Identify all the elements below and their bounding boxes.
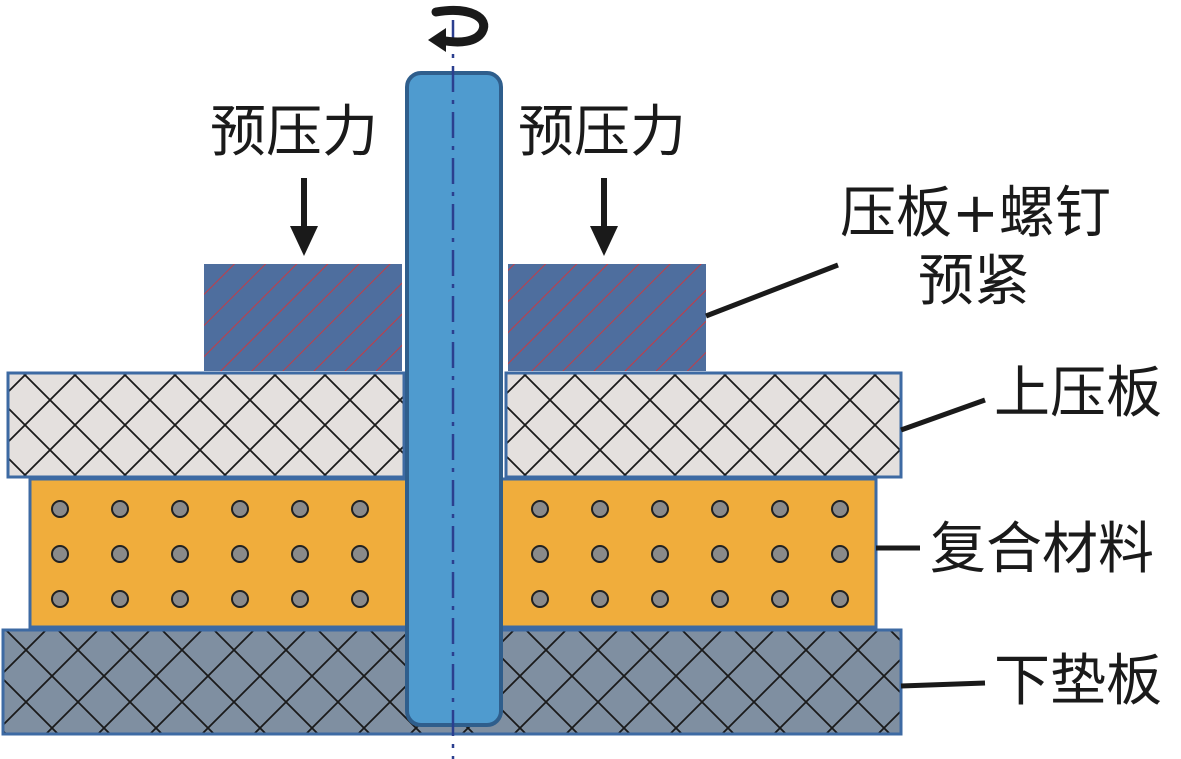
upper-plate-label: 上压板 xyxy=(994,361,1162,426)
clamp-block-left xyxy=(204,264,402,371)
clamp-label-line1: 压板+螺钉 xyxy=(840,181,1111,246)
clamp-leader-line xyxy=(705,262,839,319)
composite-right xyxy=(498,477,878,629)
composite-left xyxy=(28,477,413,629)
clamp-label-line2: 预紧 xyxy=(918,249,1030,314)
clamp-block-right xyxy=(508,264,706,371)
upper-plate-right xyxy=(504,371,903,479)
rotation-arrow-icon xyxy=(428,5,489,52)
preload-label-right: 预压力 xyxy=(518,100,686,165)
upper-plate-left xyxy=(6,371,406,479)
lower-plate-label: 下垫板 xyxy=(994,649,1162,714)
composite-label: 复合材料 xyxy=(930,517,1154,582)
upper-plate-leader-line xyxy=(900,397,986,433)
preload-label-left: 预压力 xyxy=(210,100,378,165)
preload-arrow-icon xyxy=(290,178,318,256)
preload-arrow-icon xyxy=(590,178,618,256)
lower-plate-leader-line xyxy=(900,680,986,689)
